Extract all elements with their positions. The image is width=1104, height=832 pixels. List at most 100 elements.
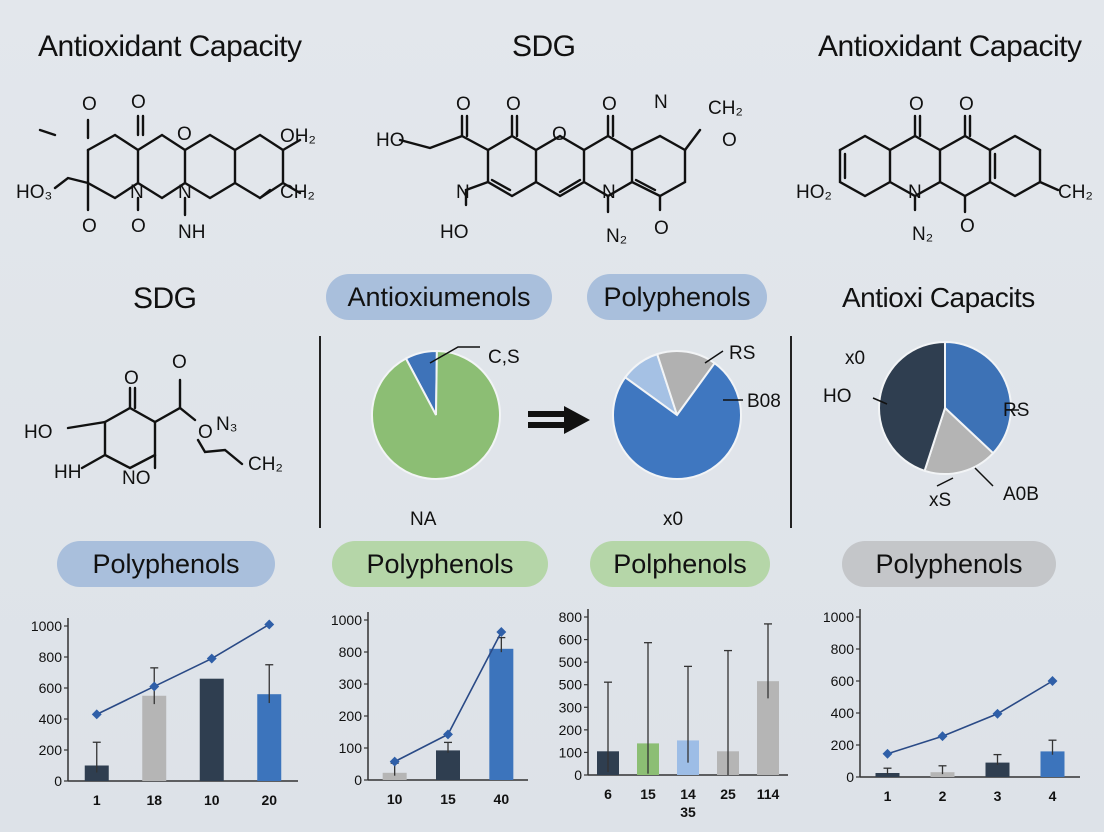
atom-label: HH [54, 462, 81, 483]
y-tick-label: 1000 [331, 612, 362, 628]
divider-left [319, 336, 321, 528]
atom-label: O [172, 352, 187, 373]
y-tick-label: 100 [559, 744, 583, 760]
trend-line [96, 623, 270, 716]
atom-label: O [552, 124, 567, 145]
trend-point [91, 709, 102, 720]
right-arrow-icon [528, 406, 590, 434]
pie-slice [371, 349, 501, 480]
x-tick-label: 15 [640, 786, 656, 802]
atom-label: HO [24, 422, 53, 443]
x-tick-label: 15 [440, 791, 456, 807]
y-tick-label: 300 [339, 676, 363, 692]
pie-label: x0 [663, 509, 683, 530]
pie-slice [944, 340, 1012, 455]
atom-label: N₂ [912, 224, 933, 245]
atom-label: OH₂ [280, 126, 316, 147]
pie-slice [612, 361, 742, 480]
pie-label: B08 [747, 391, 781, 412]
atom-label: N [178, 182, 192, 203]
header-sdg-center: SDG [512, 30, 576, 63]
x-tick-label: 4 [1049, 788, 1057, 804]
y-tick-label: 100 [339, 740, 363, 756]
atom-label: O [506, 94, 521, 115]
x-tick-label: 10 [387, 791, 403, 807]
atom-label: O [124, 368, 139, 389]
atom-label: O [654, 218, 669, 239]
x-tick-label: 40 [494, 791, 510, 807]
molecule-structure-2: O O N CH₂ HO O O O N HO N N₂ O [376, 92, 743, 247]
atom-label: O [131, 92, 146, 113]
y-tick-label: 200 [339, 708, 363, 724]
atom-label: O [82, 216, 97, 237]
atom-label: O [456, 94, 471, 115]
y-tick-label: 200 [39, 742, 63, 758]
pie-label: xS [929, 490, 951, 511]
pie-slice [923, 406, 995, 475]
atom-label: CH₂ [708, 98, 743, 119]
trend-point [206, 653, 217, 664]
trend-point [1047, 676, 1058, 686]
y-tick-label: 200 [831, 737, 855, 753]
y-tick-label: 800 [831, 641, 855, 657]
trend-point [992, 708, 1003, 719]
y-tick-label: 500 [559, 677, 583, 693]
x-tick-label: 1 [93, 792, 101, 808]
bar [199, 678, 224, 781]
trend-point [937, 731, 948, 742]
atom-label: N [654, 92, 668, 113]
bar [84, 765, 109, 781]
x-tick-label: 6 [604, 786, 612, 802]
header-antioxidant-capacity-right: Antioxidant Capacity [818, 30, 1082, 63]
atom-label: CH₂ [248, 454, 283, 475]
pill-antioxiumenols: Antioxiumenols [326, 274, 552, 320]
bar [489, 648, 514, 780]
molecule-structure-4: O O HO O N₃ HH NO CH₂ [24, 352, 283, 489]
bar [142, 695, 167, 781]
atom-label: CH₂ [1058, 182, 1093, 203]
x-tick-sublabel: 35 [680, 804, 696, 820]
pie-chart-2: RS B08 x0 [612, 343, 781, 530]
y-tick-label: 0 [54, 773, 62, 789]
atom-label: N [130, 182, 144, 203]
atom-label: HO₂ [796, 182, 832, 203]
pie-chart-1: C,S NA [371, 346, 520, 530]
pie-label: x0 [845, 348, 865, 369]
y-tick-label: 400 [39, 711, 63, 727]
atom-label: O [131, 216, 146, 237]
atom-label: HO [376, 130, 405, 151]
x-tick-label: 14 [680, 786, 696, 802]
pie-slice [878, 340, 946, 473]
atom-label: N₂ [606, 226, 627, 247]
bar [930, 772, 955, 777]
atom-label: O [602, 94, 617, 115]
bar [1040, 751, 1065, 777]
atom-label: N [602, 182, 616, 203]
pie-label: RS [1003, 400, 1029, 421]
divider-right [790, 336, 792, 528]
x-tick-label: 1 [884, 788, 892, 804]
bar [875, 773, 900, 777]
pie-label: NA [410, 509, 437, 530]
pill-polyphenols-4: Polyphenols [842, 541, 1056, 587]
atom-label: O [82, 94, 97, 115]
pill-polyphenols-1: Polyphenols [57, 541, 275, 587]
molecule-structure-3: O O HO₂ N N₂ O CH₂ [796, 94, 1093, 245]
pie-label: C,S [488, 347, 520, 368]
bar [257, 694, 282, 781]
header-antioxidant-capacity-left: Antioxidant Capacity [38, 30, 302, 63]
pill-polyphenols-top: Polyphenols [587, 274, 767, 320]
molecule-structure-1: O O O OH₂ HO₃ O N O N NH CH₂ [16, 92, 316, 243]
header-antioxi-capacits: Antioxi Capacits [842, 282, 1035, 313]
atom-label: NH [178, 222, 205, 243]
y-tick-label: 200 [559, 722, 583, 738]
trend-point [443, 729, 453, 740]
atom-label: HO [440, 222, 469, 243]
trend-point [264, 619, 275, 630]
x-tick-label: 114 [757, 786, 780, 802]
y-tick-label: 800 [339, 644, 363, 660]
pill-polyphenols-2: Polyphenols [332, 541, 548, 587]
